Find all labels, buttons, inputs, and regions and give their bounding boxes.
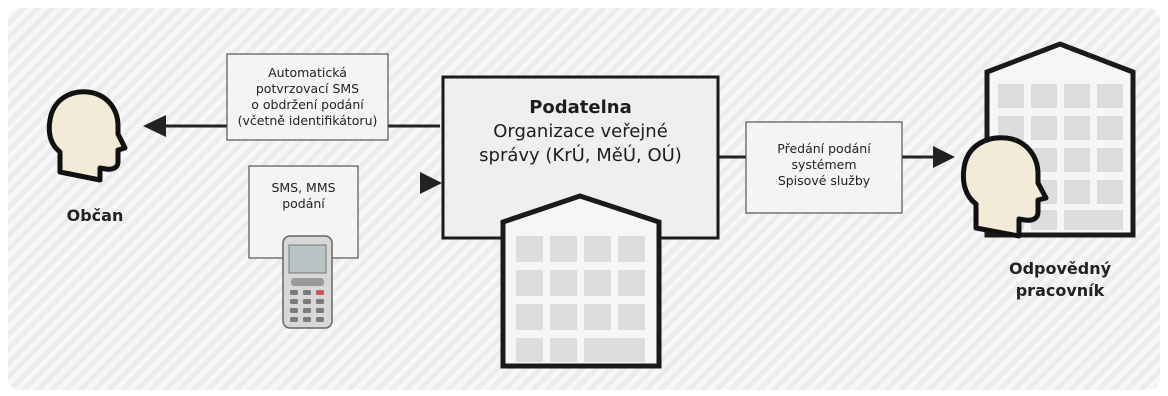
worker-label: Odpovědný pracovník	[990, 258, 1130, 302]
handover-line1: Předání podání	[777, 141, 871, 156]
office-line1: Organizace veřejné	[493, 121, 668, 142]
handover-line2: systémem	[791, 157, 857, 172]
sms-confirm-line3: o obdržení podání	[251, 97, 364, 112]
sms-confirm-line2: potvrzovací SMS	[255, 81, 360, 96]
sms-confirm-text: Automatická potvrzovací SMS o obdržení p…	[227, 65, 388, 129]
worker-line2: pracovník	[1015, 281, 1105, 300]
citizen-label: Občan	[66, 206, 124, 225]
office-title: Podatelna	[529, 97, 632, 118]
handover-line3: Spisové služby	[777, 173, 871, 188]
office-line2: správy (KrÚ, MěÚ, OÚ)	[479, 145, 682, 166]
citizen-head-icon	[46, 89, 128, 183]
sms-confirm-box	[226, 53, 389, 141]
sms-confirm-line1: Automatická	[268, 65, 347, 80]
sms-submit-line2: podání	[282, 196, 325, 211]
worker-building-icon	[984, 41, 1136, 238]
mobile-phone-icon	[282, 235, 333, 329]
worker-line1: Odpovědný	[1008, 259, 1112, 278]
worker-head-icon	[960, 135, 1049, 239]
sms-submit-text: SMS, MMS podání	[249, 180, 358, 212]
sms-confirm-line4: (včetně identifikátoru)	[237, 113, 378, 128]
handover-text: Předání podání systémem Spisové služby	[746, 141, 902, 189]
office-building-icon	[500, 193, 662, 369]
handover-box	[745, 121, 903, 214]
office-text: Podatelna Organizace veřejné správy (KrÚ…	[443, 96, 718, 168]
sms-submit-line1: SMS, MMS	[271, 180, 336, 195]
